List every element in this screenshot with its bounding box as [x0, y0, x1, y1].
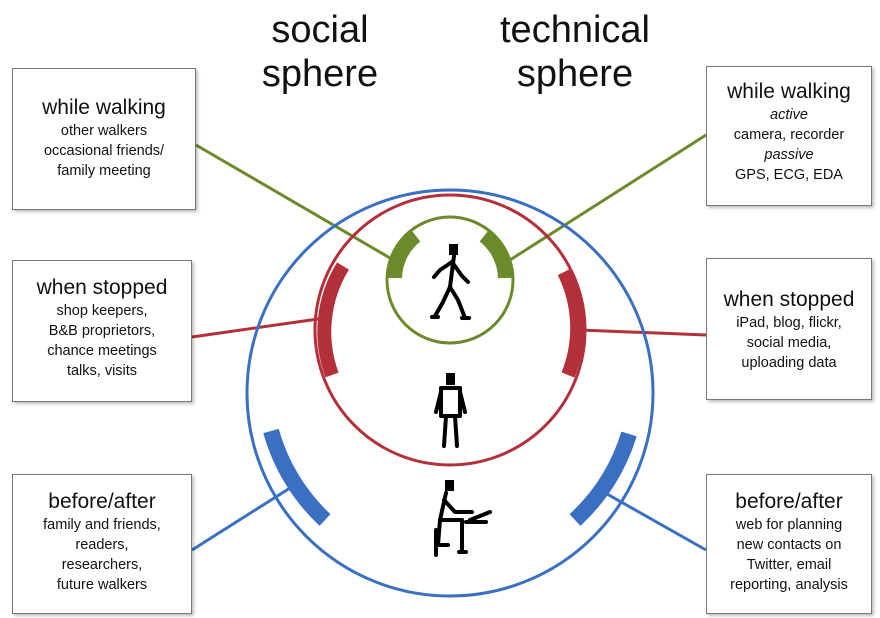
- box-social-when-stopped: when stopped shop keepers, B&B proprieto…: [12, 260, 192, 402]
- box-line: family and friends,: [43, 517, 161, 533]
- box-line: family meeting: [57, 163, 151, 179]
- box-line: future walkers: [56, 577, 148, 593]
- box-line: shop keepers,: [56, 303, 148, 319]
- box-title: when stopped: [36, 276, 168, 299]
- box-line: occasional friends/: [43, 143, 165, 159]
- box-line-passive: passive: [764, 147, 814, 163]
- box-line: chance meetings: [47, 343, 157, 359]
- box-technical-before-after: before/after web for planning new contac…: [706, 474, 872, 614]
- header-social-line2: sphere: [261, 53, 379, 95]
- box-social-while-walking: while walking other walkers occasional f…: [12, 68, 196, 210]
- box-line: iPad, blog, flickr,: [736, 315, 842, 331]
- standing-figure-icon: [434, 373, 467, 448]
- box-title: before/after: [735, 490, 843, 513]
- box-line-active: active: [770, 107, 808, 123]
- arc-stopped-left: [317, 262, 350, 378]
- box-technical-when-stopped: when stopped iPad, blog, flickr, social …: [706, 258, 872, 400]
- box-title: while walking: [42, 96, 166, 119]
- connector-social-walking: [195, 143, 391, 260]
- arc-before-left: [263, 428, 331, 526]
- connector-tech-before: [599, 488, 707, 552]
- box-line: GPS, ECG, EDA: [735, 167, 843, 183]
- header-social-line1: social: [271, 9, 369, 51]
- box-social-before-after: before/after family and friends, readers…: [12, 474, 192, 614]
- arc-before-right: [569, 431, 637, 526]
- header-technical-sphere: technical sphere: [470, 8, 680, 96]
- box-line: camera, recorder: [733, 127, 845, 143]
- box-line: Twitter, email: [746, 557, 832, 573]
- box-title: before/after: [48, 490, 156, 513]
- box-line: researchers,: [61, 557, 143, 573]
- arc-walking-right: [479, 230, 512, 279]
- connector-social-before: [191, 486, 291, 552]
- box-line: reporting, analysis: [730, 577, 848, 593]
- arc-walking-left: [388, 230, 421, 279]
- header-technical-line2: sphere: [516, 53, 634, 95]
- box-line: B&B proprietors,: [48, 323, 156, 339]
- box-line: uploading data: [741, 355, 837, 371]
- outer-circle-before-after: [245, 188, 655, 598]
- box-line: web for planning: [735, 517, 843, 533]
- arc-stopped-right: [557, 268, 585, 378]
- box-title: while walking: [727, 80, 851, 103]
- walking-figure-icon: [430, 244, 471, 320]
- connector-tech-walking: [509, 133, 707, 262]
- box-technical-while-walking: while walking active camera, recorder pa…: [706, 66, 872, 206]
- box-title: when stopped: [723, 288, 855, 311]
- box-line: talks, visits: [66, 363, 138, 379]
- middle-circle-stopped: [313, 193, 587, 467]
- box-line: other walkers: [60, 123, 148, 139]
- header-social-sphere: social sphere: [240, 8, 400, 96]
- seated-laptop-figure-icon: [434, 480, 492, 557]
- box-line: new contacts on: [736, 537, 842, 553]
- box-line: social media,: [746, 335, 832, 351]
- inner-circle-walking: [385, 215, 515, 345]
- box-line: readers,: [75, 537, 129, 553]
- header-technical-line1: technical: [500, 9, 650, 51]
